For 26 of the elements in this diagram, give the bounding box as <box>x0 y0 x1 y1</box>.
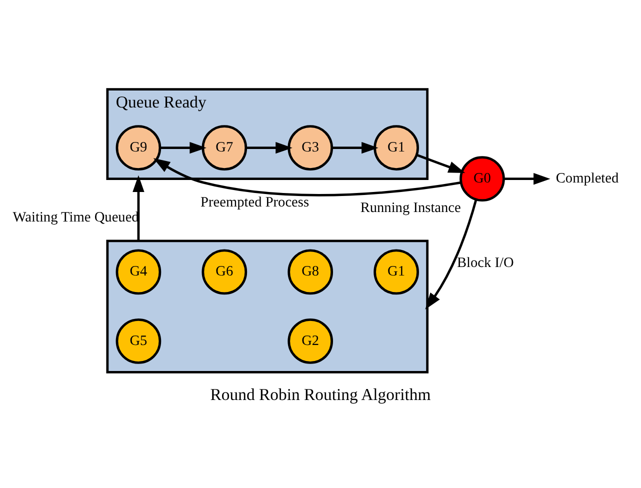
caption: Round Robin Routing Algorithm <box>210 384 431 404</box>
arrow <box>416 153 466 172</box>
arrow <box>504 172 550 184</box>
node-label: Running Instance <box>360 199 461 216</box>
node-circle: G0 <box>460 156 505 202</box>
node-circle: G2 <box>288 318 334 364</box>
node-circle: G9 <box>116 124 162 170</box>
node-circle: G1 <box>374 124 419 170</box>
edge-label: Waiting Time Queued <box>12 209 139 226</box>
arrow <box>332 141 378 154</box>
node-circle: G6 <box>202 248 248 294</box>
arrow <box>246 141 292 154</box>
node-circle: G8 <box>288 248 334 294</box>
node-text: Completed <box>556 170 619 186</box>
node-circle: G4 <box>116 248 162 294</box>
arrow <box>425 198 478 309</box>
arrow <box>153 158 462 196</box>
node-circle: G3 <box>288 124 334 170</box>
node-circle: G5 <box>116 318 162 364</box>
cluster <box>106 239 429 373</box>
edge-label: Preempted Process <box>200 194 310 210</box>
arrow <box>160 141 206 154</box>
edge-label: Block I/O <box>457 254 514 270</box>
node-circle: G7 <box>202 124 248 170</box>
node-circle: G1 <box>374 248 419 294</box>
arrow <box>132 174 144 240</box>
